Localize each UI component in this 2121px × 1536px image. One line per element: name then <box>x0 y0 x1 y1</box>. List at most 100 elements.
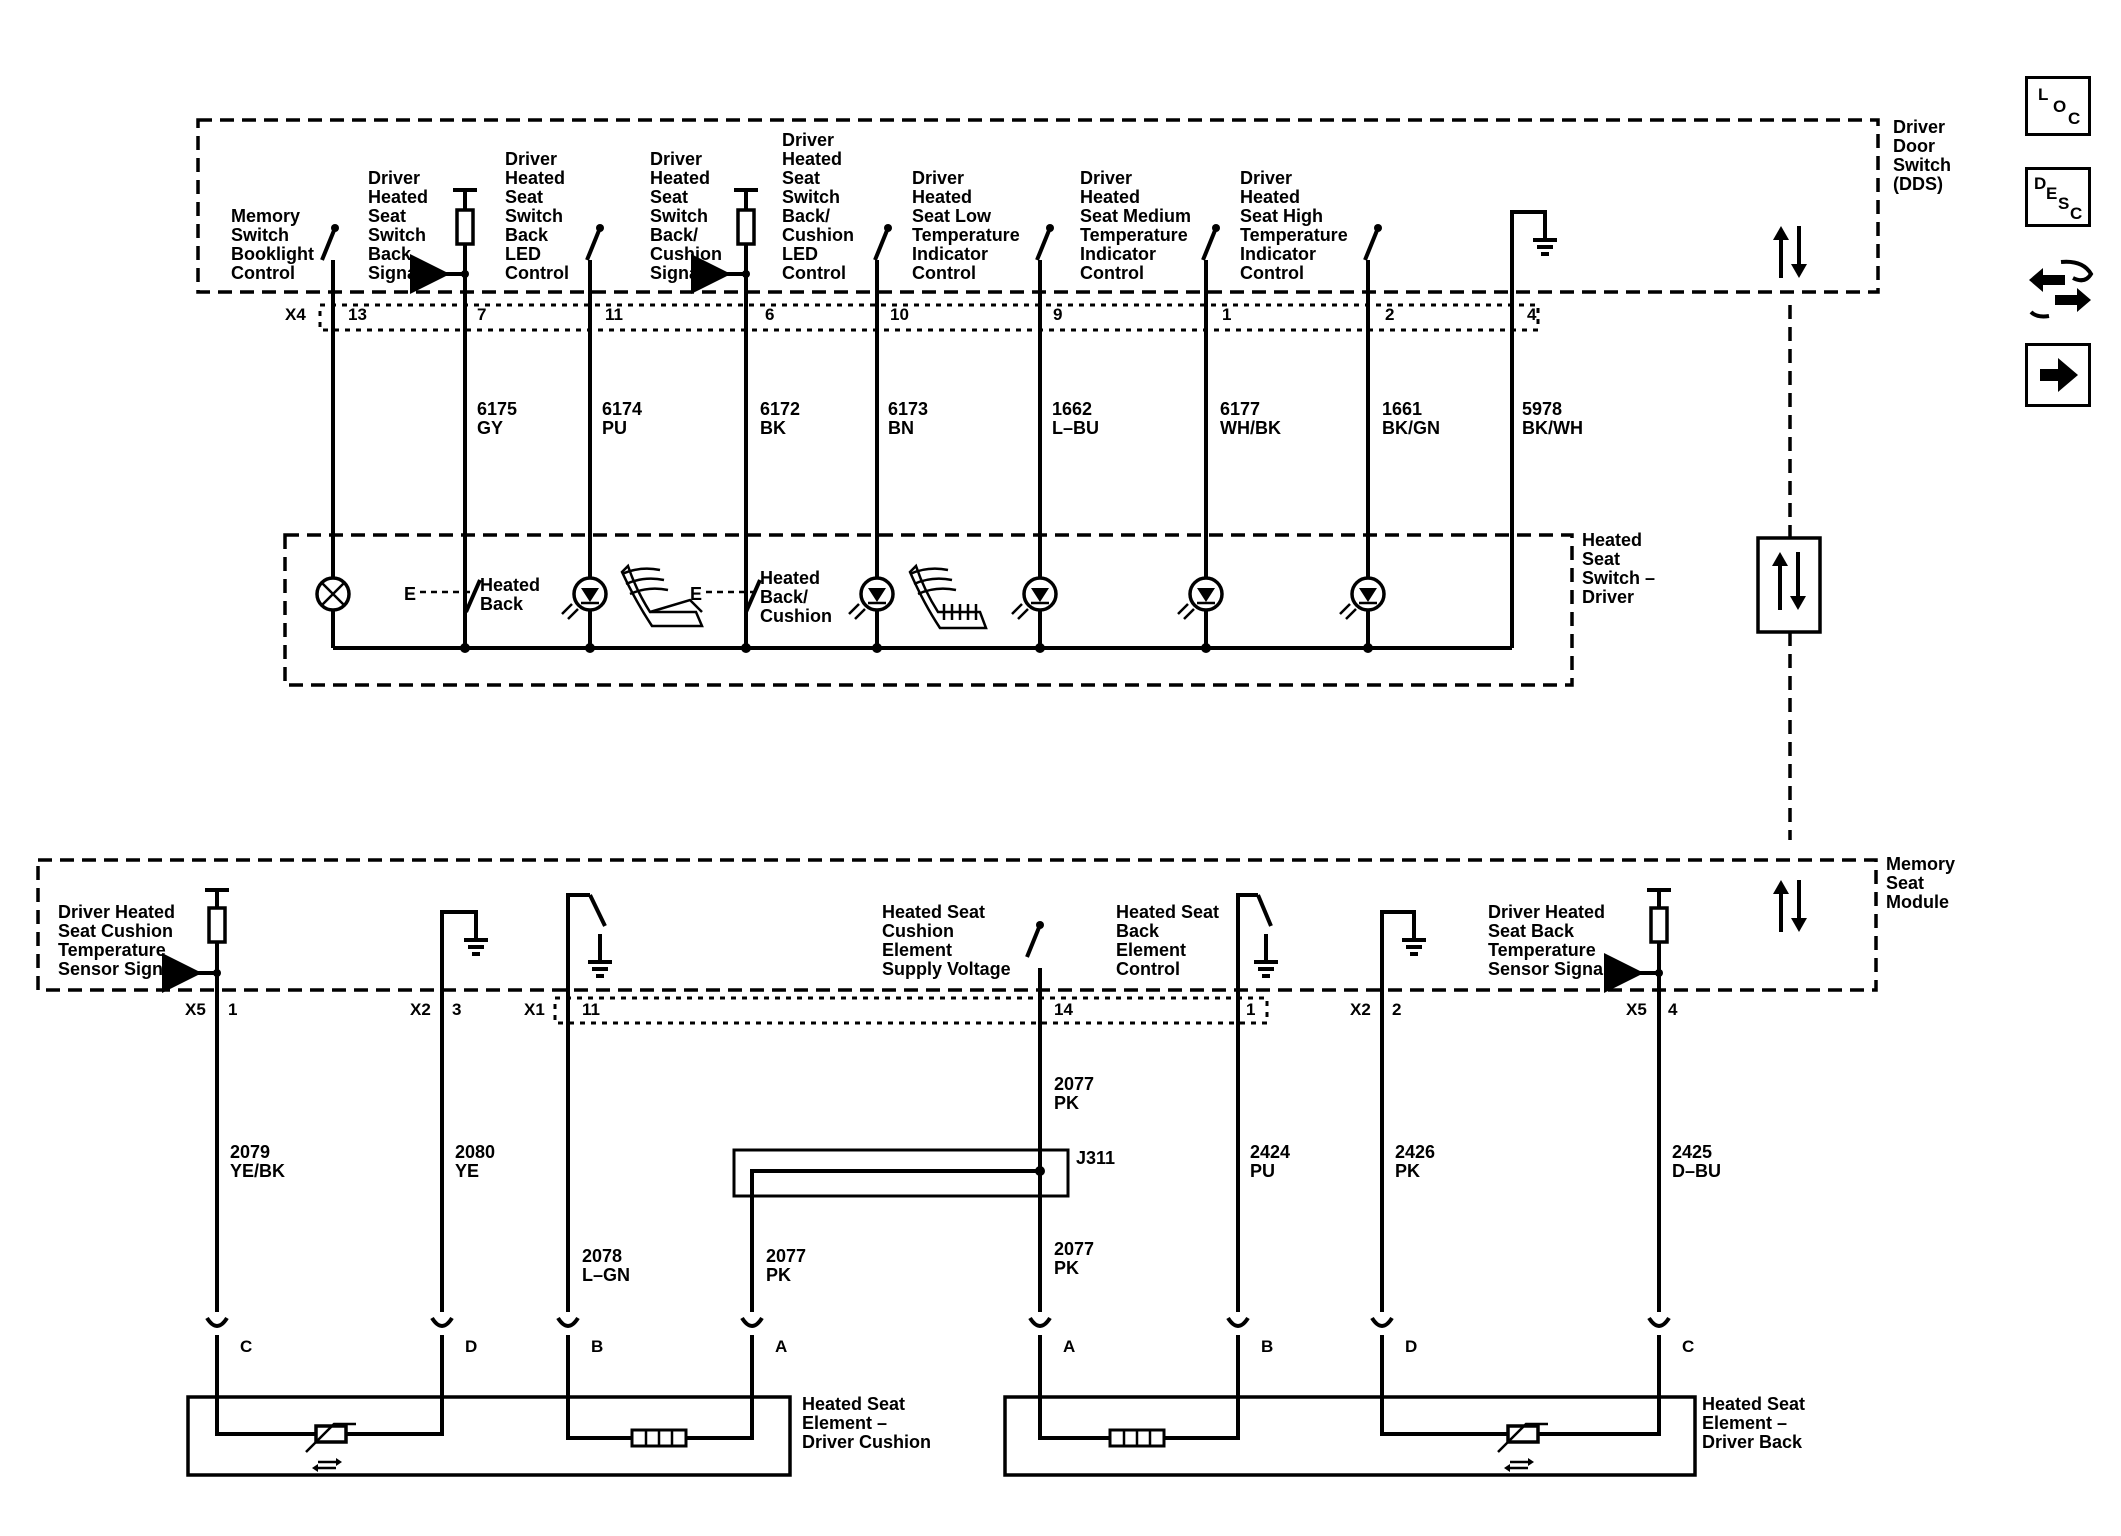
svg-text:Signal: Signal <box>650 263 704 283</box>
element-pin-letters: C D B A A B D C <box>240 1337 1694 1356</box>
svg-text:Driver: Driver <box>912 168 964 188</box>
svg-text:Cushion: Cushion <box>882 921 954 941</box>
svg-text:Driver Cushion: Driver Cushion <box>802 1432 931 1452</box>
svg-text:Switch: Switch <box>650 206 708 226</box>
dds-label-back-cushion-led: Driver Heated Seat Switch Back/ Cushion … <box>782 130 854 283</box>
dds-connector-x4: X4 <box>285 305 306 324</box>
desc-letter-c: C <box>2070 204 2083 223</box>
svg-text:Driver: Driver <box>368 168 420 188</box>
svg-text:Seat: Seat <box>505 187 543 207</box>
splice-branch-wire <box>750 1169 1040 1312</box>
svg-text:A: A <box>1063 1337 1075 1356</box>
msm-pullup-resistor-x5-4 <box>1604 888 1671 993</box>
svg-text:PU: PU <box>602 418 627 438</box>
cushion-heater-wire-right <box>566 1335 680 1440</box>
svg-text:Back: Back <box>505 225 549 245</box>
cushion-element-box <box>186 1395 792 1477</box>
dds-label-back-signal: Driver Heated Seat Switch Back Signal <box>368 168 428 283</box>
svg-text:2079: 2079 <box>230 1142 270 1162</box>
svg-text:Seat Cushion: Seat Cushion <box>58 921 173 941</box>
dds-module-label: Driver Door Switch (DDS) <box>1893 117 1951 194</box>
svg-text:2077: 2077 <box>766 1246 806 1266</box>
svg-text:(DDS): (DDS) <box>1893 174 1943 194</box>
svg-text:Switch –: Switch – <box>1582 568 1655 588</box>
loc-letter-c: C <box>2068 109 2081 128</box>
desc-letter-s: S <box>2058 194 2070 213</box>
dds-pullup-resistor-6 <box>691 188 758 294</box>
dds-ground-4 <box>1510 210 1557 292</box>
dds-label-booklight: Memory Switch Booklight Control <box>231 206 314 283</box>
svg-text:Control: Control <box>782 263 846 283</box>
svg-text:Indicator: Indicator <box>1240 244 1316 264</box>
svg-text:C: C <box>1682 1337 1694 1356</box>
back-element-box <box>1003 1395 1697 1477</box>
svg-text:Cushion: Cushion <box>650 244 722 264</box>
svg-text:9: 9 <box>1053 305 1062 324</box>
dds-internal-switch-11 <box>585 224 604 261</box>
svg-text:Seat: Seat <box>782 168 820 188</box>
svg-text:Cushion: Cushion <box>782 225 854 245</box>
svg-text:X2: X2 <box>410 1000 431 1019</box>
svg-text:PK: PK <box>766 1265 791 1285</box>
next-arrow-button[interactable] <box>2025 343 2091 407</box>
heated-back-cushion-switch-icon: E <box>690 579 762 613</box>
svg-text:11: 11 <box>582 1000 600 1019</box>
heated-back-cushion-label: Heated Back/ Cushion <box>760 568 832 626</box>
back-heater-wire-right <box>1164 1335 1240 1440</box>
dds-internal-switch-9 <box>1035 224 1054 261</box>
svg-text:Indicator: Indicator <box>912 244 988 264</box>
msm-ground-x2-3 <box>440 910 488 990</box>
desc-button[interactable]: D E S C <box>2025 167 2091 227</box>
serial-data-link-box <box>1756 536 1822 634</box>
svg-text:Heated: Heated <box>760 568 820 588</box>
svg-text:Control: Control <box>505 263 569 283</box>
back-heater-wire-left <box>1038 1335 1110 1440</box>
svg-text:Heated: Heated <box>1080 187 1140 207</box>
svg-text:YE/BK: YE/BK <box>230 1161 285 1181</box>
svg-text:Memory: Memory <box>231 206 300 226</box>
svg-text:C: C <box>240 1337 252 1356</box>
svg-text:Back/: Back/ <box>650 225 698 245</box>
svg-text:Driver: Driver <box>1080 168 1132 188</box>
led-indicator-back <box>561 576 608 620</box>
svg-text:Temperature: Temperature <box>1080 225 1188 245</box>
svg-text:Heated: Heated <box>480 575 540 595</box>
splice-pack-j311 <box>732 1148 1070 1198</box>
loc-button[interactable]: L O C <box>2025 76 2091 136</box>
svg-text:PK: PK <box>1395 1161 1420 1181</box>
svg-text:BK: BK <box>760 418 786 438</box>
svg-text:LED: LED <box>782 244 818 264</box>
memory-seat-module-box <box>36 858 1878 992</box>
connector-hand-icon[interactable] <box>2025 256 2095 322</box>
dds-serial-data-icon <box>1773 226 1807 278</box>
svg-text:2077: 2077 <box>1054 1074 1094 1094</box>
serial-data-link-arrows <box>1772 552 1806 610</box>
svg-text:Control: Control <box>231 263 295 283</box>
svg-text:Seat: Seat <box>1886 873 1924 893</box>
svg-text:Seat: Seat <box>650 187 688 207</box>
arrow-right-icon <box>2040 358 2078 392</box>
svg-text:Heated Seat: Heated Seat <box>802 1394 905 1414</box>
msm-switch-supply-14 <box>1025 921 1044 990</box>
cushion-element-label: Heated Seat Element – Driver Cushion <box>802 1394 931 1452</box>
dds-internal-switch-10 <box>873 224 892 261</box>
splice-label: J311 <box>1076 1148 1115 1168</box>
svg-text:3: 3 <box>452 1000 461 1019</box>
back-heater-grid-icon <box>1108 1428 1166 1448</box>
svg-text:Back/: Back/ <box>760 587 808 607</box>
svg-text:Heated Seat: Heated Seat <box>1702 1394 1805 1414</box>
svg-text:Supply Voltage: Supply Voltage <box>882 959 1011 979</box>
svg-text:1: 1 <box>1246 1000 1255 1019</box>
memory-seat-module-label: Memory Seat Module <box>1886 854 1955 912</box>
cushion-thermistor-wire-right <box>346 1335 444 1436</box>
svg-text:Temperature: Temperature <box>1240 225 1348 245</box>
svg-text:6173: 6173 <box>888 399 928 419</box>
svg-text:Temperature: Temperature <box>912 225 1020 245</box>
svg-text:Element –: Element – <box>1702 1413 1787 1433</box>
svg-text:2080: 2080 <box>455 1142 495 1162</box>
svg-text:Indicator: Indicator <box>1080 244 1156 264</box>
svg-text:Control: Control <box>912 263 976 283</box>
svg-text:Seat High: Seat High <box>1240 206 1323 226</box>
svg-text:1: 1 <box>228 1000 237 1019</box>
